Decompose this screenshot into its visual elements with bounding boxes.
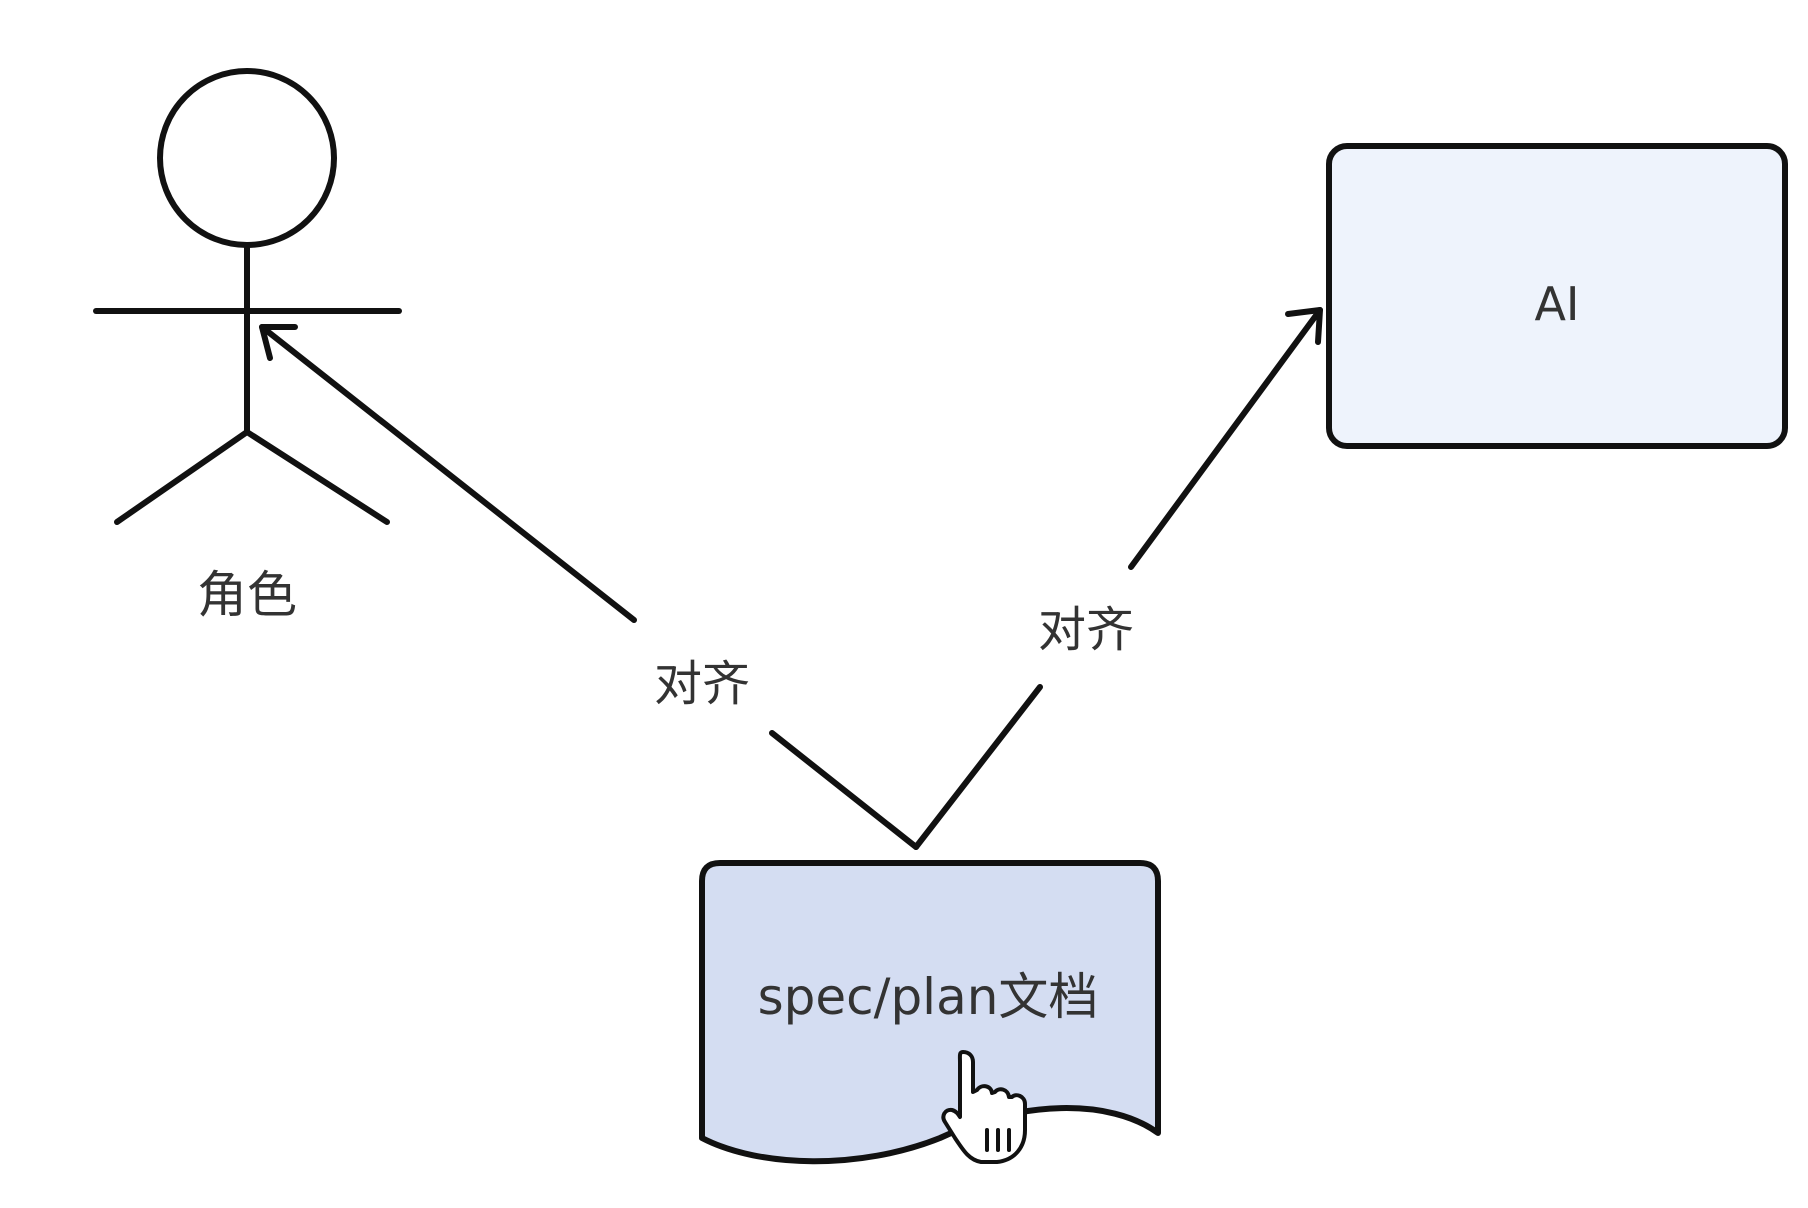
ai-label: AI [1534,277,1579,331]
ai-node[interactable]: AI [1326,143,1788,449]
actor-node[interactable]: 角色 [93,68,402,624]
arrowhead-icon [1285,307,1323,345]
edge-label: 对齐 [654,656,750,712]
edge-label: 对齐 [1038,602,1134,658]
edge-line-segment [1128,307,1323,570]
arrowhead-icon [259,324,298,361]
edge-line-segment [769,730,919,850]
actor-label: 角色 [197,566,297,624]
document-node[interactable]: spec/plan文档 [699,860,1161,1165]
document-shape [699,860,1161,1165]
actor-right-leg [244,429,390,525]
actor-left-leg [114,429,250,525]
document-label: spec/plan文档 [758,968,1099,1026]
ai-box [1326,143,1788,449]
edge-document-to-ai[interactable]: 对齐 [913,307,1323,850]
actor-head [157,68,337,248]
edge-document-to-actor[interactable]: 对齐 [259,324,919,850]
hand-pointer-icon [941,1050,1027,1164]
edge-line-segment [913,684,1043,850]
edge-line-segment [259,324,637,623]
